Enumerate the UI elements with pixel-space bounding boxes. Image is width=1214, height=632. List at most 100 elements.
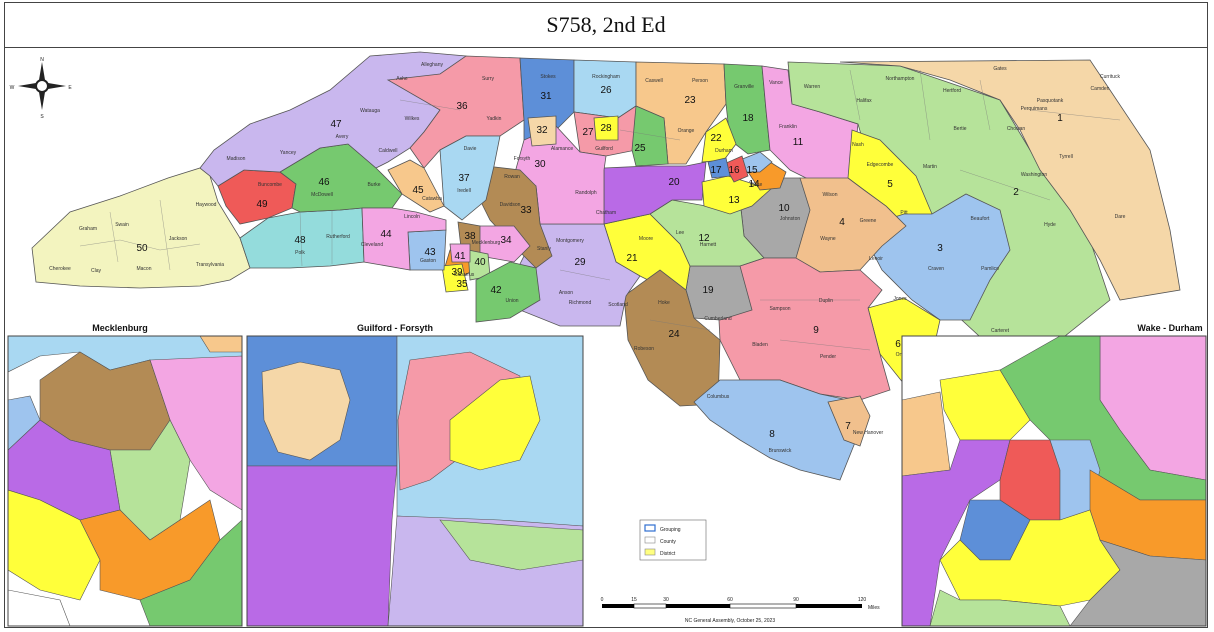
district-30-shape (513, 125, 607, 225)
county-label-chowan: Chowan (1007, 126, 1026, 132)
district-label-28: 28 (600, 123, 612, 134)
county-label-currituck: Currituck (1100, 74, 1121, 80)
county-label-rutherford: Rutherford (326, 234, 350, 240)
district-24-shape (623, 269, 721, 407)
district-label-34: 34 (500, 235, 512, 246)
county-label-caswell: Caswell (645, 78, 663, 84)
county-label-catawba: Catawba (422, 196, 442, 202)
county-label-halifax: Halifax (856, 98, 872, 104)
county-label-tyrrell: Tyrrell (1059, 154, 1073, 160)
county-label-sampson: Sampson (769, 306, 790, 312)
district-label-30: 30 (534, 159, 546, 170)
district-label-38: 38 (464, 231, 476, 242)
legend-swatch-grouping (644, 524, 656, 532)
county-label-harnett: Harnett (700, 242, 717, 248)
district-28-shape (593, 115, 619, 141)
scale-tick-5: 120 (858, 597, 867, 603)
county-label-rowan: Rowan (504, 174, 520, 180)
district-label-33: 33 (520, 205, 532, 216)
county-label-yadkin: Yadkin (487, 116, 502, 122)
county-label-chatham: Chatham (596, 210, 616, 216)
county-label-martin: Martin (923, 164, 937, 170)
district-label-17: 17 (710, 165, 722, 176)
district-44-shape (361, 207, 447, 271)
county-label-bertie: Bertie (953, 126, 966, 132)
county-label-cabarrus: Cabarrus (454, 272, 475, 278)
district-label-13: 13 (728, 195, 740, 206)
district-42-shape (475, 261, 541, 323)
district-8-shape (693, 379, 861, 481)
county-label-guilford: Guilford (595, 146, 613, 152)
county-label-haywood: Haywood (196, 202, 217, 208)
county-label-alleghany: Alleghany (421, 62, 443, 68)
legend-swatch-district (644, 548, 656, 556)
county-label-pender: Pender (820, 354, 836, 360)
county-label-scotland: Scotland (608, 302, 628, 308)
scale-seg-5 (796, 604, 862, 608)
district-label-6: 6 (895, 339, 901, 350)
county-label-craven: Craven (928, 266, 944, 272)
county-label-greene: Greene (860, 218, 877, 224)
compass-rose: N S W E (10, 57, 73, 120)
legend-label-county: County (660, 539, 676, 545)
county-label-hertford: Hertford (943, 88, 961, 94)
county-label-union: Union (505, 298, 518, 304)
district-37-shape (439, 135, 501, 221)
county-label-duplin: Duplin (819, 298, 833, 304)
district-label-36: 36 (456, 101, 468, 112)
county-label-rockingham: Rockingham (592, 74, 620, 80)
district-label-31: 31 (540, 91, 552, 102)
county-label-stanly: Stanly (537, 246, 551, 252)
district-label-14: 14 (748, 179, 760, 190)
district-label-39: 39 (451, 267, 463, 278)
district-label-37: 37 (458, 173, 470, 184)
county-label-montgomery: Montgomery (556, 238, 584, 244)
county-label-wake: Wake (750, 182, 763, 188)
district-label-32: 32 (536, 125, 548, 136)
county-label-pamlico: Pamlico (981, 266, 999, 272)
county-label-granville: Granville (734, 84, 754, 90)
county-label-yancey: Yancey (280, 150, 297, 156)
county-label-alamance: Alamance (551, 146, 573, 152)
district-label-2: 2 (1013, 187, 1019, 198)
district-32-shape (527, 115, 557, 147)
county-label-buncombe: Buncombe (258, 182, 282, 188)
district-9-shape (717, 257, 891, 401)
district-label-9: 9 (813, 325, 819, 336)
scale-tick-4: 90 (793, 597, 799, 603)
county-label-macon: Macon (136, 266, 151, 272)
district-label-19: 19 (702, 285, 714, 296)
district-label-48: 48 (294, 235, 306, 246)
county-label-mcdowell: McDowell (311, 192, 333, 198)
legend-swatch-county (644, 536, 656, 544)
county-label-pasquotank: Pasquotank (1037, 98, 1064, 104)
district-label-42: 42 (490, 285, 502, 296)
county-label-lenoir: Lenoir (869, 256, 883, 262)
county-label-stokes: Stokes (540, 74, 556, 80)
district-label-3: 3 (937, 243, 943, 254)
map-title: S758, 2nd Ed (546, 12, 666, 37)
district-labels: 1234567891011121314151617181920212223242… (136, 85, 1063, 440)
district-25-shape (631, 105, 669, 167)
district-label-43: 43 (424, 247, 436, 258)
district-33-shape (479, 165, 553, 269)
district-label-25: 25 (634, 143, 646, 154)
county-label-brunswick: Brunswick (769, 448, 792, 454)
inset-title-wake-durham: Wake - Durham (1137, 323, 1202, 333)
footer-credit: NC General Assembly, October 25, 2023 (685, 618, 775, 624)
district-label-5: 5 (887, 179, 893, 190)
district-label-12: 12 (698, 233, 710, 244)
scale-unit: Miles (868, 605, 880, 611)
county-label-johnston: Johnston (780, 216, 801, 222)
compass-e: E (68, 85, 72, 91)
district-label-24: 24 (668, 329, 680, 340)
district-12-shape (649, 199, 765, 267)
county-label-wilkes: Wilkes (405, 116, 420, 122)
district-label-40: 40 (474, 257, 486, 268)
inset-mecklenburg (8, 336, 242, 626)
district-label-27: 27 (582, 127, 594, 138)
district-1-shape (839, 59, 1181, 301)
county-label-perquimans: Perquimans (1021, 106, 1048, 112)
county-label-durham: Durham (715, 148, 733, 154)
